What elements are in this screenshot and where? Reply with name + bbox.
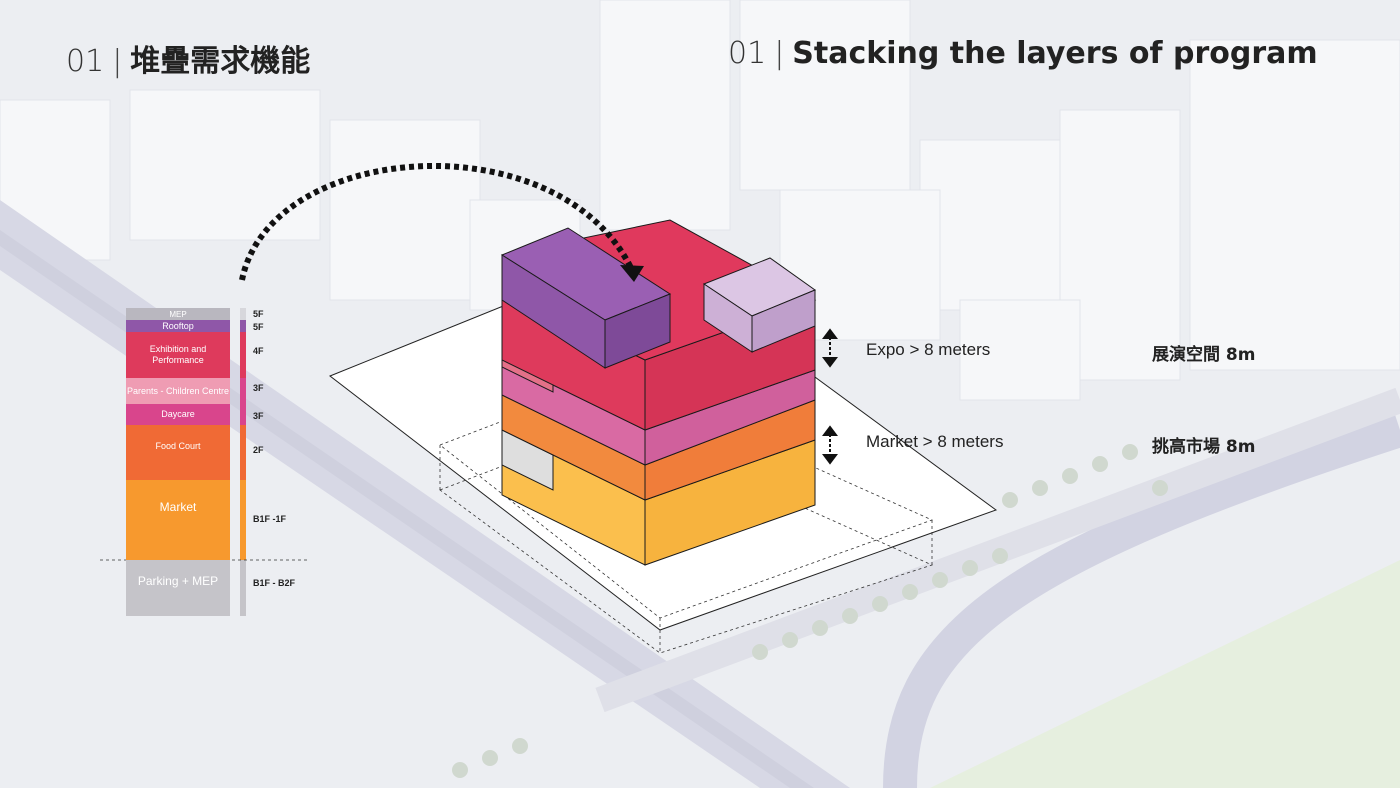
street-trees (452, 444, 1168, 778)
title-en: 01|Stacking the layers of program (728, 36, 1318, 71)
title-en-text: Stacking the layers of program (792, 36, 1318, 71)
title-en-number: 01 (728, 36, 767, 71)
title-zh-number: 01 (66, 44, 105, 79)
level-label: 3F (253, 411, 264, 421)
rooftop-box-right (604, 293, 671, 369)
stack-parents-children: Parents - Children Centre (126, 378, 230, 404)
level-label: 3F (253, 383, 264, 393)
level-label: 4F (253, 346, 264, 356)
stack-market: Market (126, 480, 230, 560)
level-label: 2F (253, 445, 264, 455)
market-note-zh: 挑高市場 8m (1152, 437, 1256, 457)
title-zh-text: 堆疊需求機能 (130, 44, 311, 79)
pavilion-right (751, 289, 816, 353)
market-height-arrow (822, 425, 838, 465)
level-label: 5F (253, 322, 264, 332)
level-label: B1F -1F (253, 514, 287, 524)
level-label: B1F - B2F (253, 578, 296, 588)
stack-rooftop: Rooftop (126, 320, 230, 332)
stack-mep: MEP (126, 308, 230, 320)
green-field (930, 560, 1400, 788)
stack-exhibition: Exhibition and Performance (126, 332, 230, 378)
building-massing (500, 219, 817, 566)
basement-outline (439, 377, 934, 654)
level-label: 5F (253, 309, 264, 319)
stack-parking: Parking + MEP (126, 560, 230, 616)
stack-daycare: Daycare (126, 404, 230, 425)
stack-arrow-head (620, 265, 644, 282)
title-zh: 01|堆疊需求機能 (66, 44, 311, 79)
expo-height-arrow (822, 328, 838, 368)
expo-note-zh: 展演空間 8m (1152, 345, 1256, 365)
market-note-en: Market > 8 meters (866, 432, 1004, 451)
ramp (883, 413, 1400, 788)
stack-arrow (239, 162, 635, 281)
expo-note-en: Expo > 8 meters (866, 340, 991, 359)
stack-food-court: Food Court (126, 425, 230, 480)
